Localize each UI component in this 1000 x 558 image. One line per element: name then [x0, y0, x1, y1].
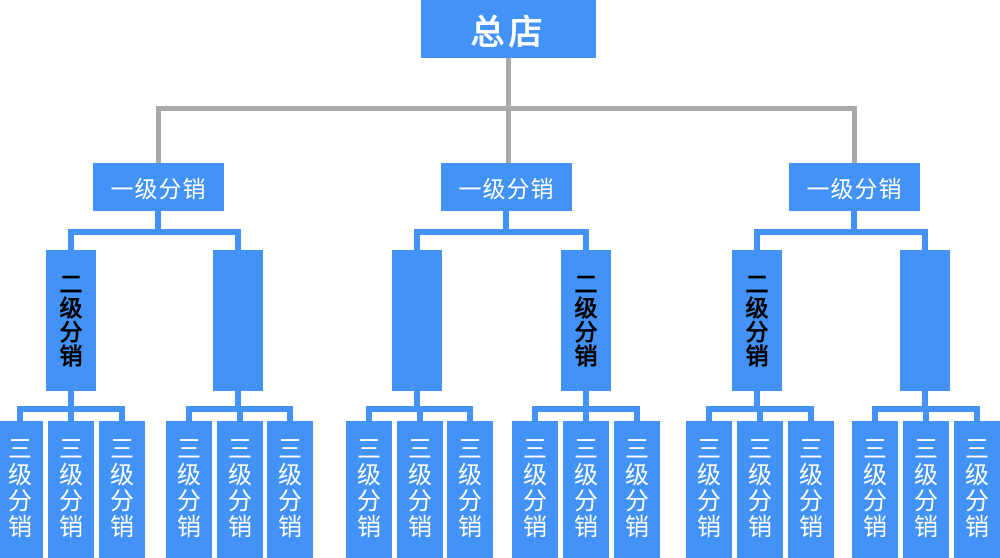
level1-node-3: 一级分销: [789, 163, 920, 211]
connector-l3-drop-13: [706, 412, 712, 421]
level3-node-7: 三级分销: [346, 421, 392, 558]
level2-node-6: [900, 250, 950, 391]
level3-node-8: 三级分销: [397, 421, 443, 558]
level3-node-10-label: 三级分销: [523, 435, 547, 541]
level3-node-12-label: 三级分销: [625, 435, 649, 541]
level1-node-2: 一级分销: [441, 163, 572, 211]
connector-l1-stub-2: [503, 210, 509, 229]
level1-node-2-label: 一级分销: [458, 177, 555, 203]
connector-l3-horizontal-6: [872, 406, 980, 412]
level3-node-15-label: 三级分销: [799, 435, 823, 541]
connector-l3-horizontal-4: [532, 406, 640, 412]
level3-node-17-label: 三级分销: [914, 435, 938, 541]
connector-l3-drop-14: [757, 412, 763, 421]
level3-node-18: 三级分销: [954, 421, 1000, 558]
level3-node-3-label: 三级分销: [110, 435, 134, 541]
connector-l2-stub-3: [414, 391, 420, 406]
connector-l3-drop-6: [287, 412, 293, 421]
level2-node-4-label: 二级分销: [574, 271, 598, 370]
connector-l3-drop-1: [17, 412, 23, 421]
connector-l3-drop-5: [237, 412, 243, 421]
connector-l1-horizontal-1: [68, 229, 241, 235]
connector-level1-drop-2: [506, 106, 511, 163]
connector-l3-drop-10: [532, 412, 538, 421]
root-node-label: 总店: [470, 12, 547, 53]
level3-node-9: 三级分销: [447, 421, 493, 558]
level3-node-2: 三级分销: [48, 421, 94, 558]
level2-node-3: [392, 250, 442, 391]
connector-l3-drop-4: [186, 412, 192, 421]
connector-level1-drop-1: [156, 106, 161, 163]
connector-l3-drop-2: [68, 412, 74, 421]
connector-l3-drop-9: [467, 412, 473, 421]
level3-node-4: 三级分销: [166, 421, 212, 558]
connector-l2-drop-1: [68, 235, 74, 250]
connector-l2-drop-5: [754, 235, 760, 250]
connector-l3-drop-15: [808, 412, 814, 421]
connector-l2-stub-5: [754, 391, 760, 406]
level3-node-14: 三级分销: [737, 421, 783, 558]
connector-root-vertical: [506, 58, 511, 106]
connector-level1-drop-3: [852, 106, 857, 163]
connector-l3-horizontal-1: [17, 406, 125, 412]
level3-node-5-label: 三级分销: [228, 435, 252, 541]
connector-l1-horizontal-2: [414, 229, 589, 235]
level3-node-6-label: 三级分销: [278, 435, 302, 541]
connector-l2-stub-6: [922, 391, 928, 406]
connector-l2-stub-1: [68, 391, 74, 406]
connector-l3-horizontal-5: [706, 406, 814, 412]
level3-node-4-label: 三级分销: [177, 435, 201, 541]
connector-l2-drop-3: [414, 235, 420, 250]
level3-node-11: 三级分销: [563, 421, 609, 558]
level3-node-3: 三级分销: [99, 421, 145, 558]
connector-l2-drop-4: [583, 235, 589, 250]
connector-l2-drop-6: [922, 235, 928, 250]
level2-node-4: 二级分销: [561, 250, 611, 391]
connector-l3-horizontal-3: [366, 406, 473, 412]
level3-node-8-label: 三级分销: [408, 435, 432, 541]
level3-node-14-label: 三级分销: [748, 435, 772, 541]
level3-node-1-label: 三级分销: [8, 435, 32, 541]
level3-node-13: 三级分销: [686, 421, 732, 558]
connector-l3-drop-12: [634, 412, 640, 421]
connector-l3-drop-17: [923, 412, 929, 421]
level3-node-5: 三级分销: [217, 421, 263, 558]
level3-node-16-label: 三级分销: [863, 435, 887, 541]
level1-node-1-label: 一级分销: [110, 177, 207, 203]
level3-node-13-label: 三级分销: [697, 435, 721, 541]
connector-l3-drop-16: [872, 412, 878, 421]
connector-l3-drop-7: [366, 412, 372, 421]
level3-node-2-label: 三级分销: [59, 435, 83, 541]
level3-node-1: 三级分销: [0, 421, 43, 558]
level2-node-2: [213, 250, 263, 391]
level3-node-9-label: 三级分销: [458, 435, 482, 541]
connector-l3-horizontal-2: [186, 406, 293, 412]
connector-l1-stub-1: [155, 210, 161, 229]
level1-node-3-label: 一级分销: [806, 177, 903, 203]
level3-node-7-label: 三级分销: [357, 435, 381, 541]
level3-node-18-label: 三级分销: [965, 435, 989, 541]
connector-l3-drop-8: [417, 412, 423, 421]
connector-l3-drop-3: [119, 412, 125, 421]
connector-l2-stub-4: [583, 391, 589, 406]
level1-node-1: 一级分销: [93, 163, 224, 211]
connector-l2-drop-2: [235, 235, 241, 250]
level3-node-15: 三级分销: [788, 421, 834, 558]
level3-node-12: 三级分销: [614, 421, 660, 558]
level3-node-16: 三级分销: [852, 421, 898, 558]
level3-node-10: 三级分销: [512, 421, 558, 558]
connector-l3-drop-11: [583, 412, 589, 421]
connector-l1-horizontal-3: [754, 229, 928, 235]
level2-node-1: 二级分销: [46, 250, 96, 391]
level2-node-5: 二级分销: [732, 250, 782, 391]
connector-l3-drop-18: [974, 412, 980, 421]
connector-l2-stub-2: [235, 391, 241, 406]
connector-l1-stub-3: [851, 210, 857, 229]
level3-node-6: 三级分销: [267, 421, 313, 558]
root-node: 总店: [421, 0, 596, 58]
level2-node-1-label: 二级分销: [59, 271, 83, 370]
level2-node-5-label: 二级分销: [745, 271, 769, 370]
level3-node-11-label: 三级分销: [574, 435, 598, 541]
level3-node-17: 三级分销: [903, 421, 949, 558]
